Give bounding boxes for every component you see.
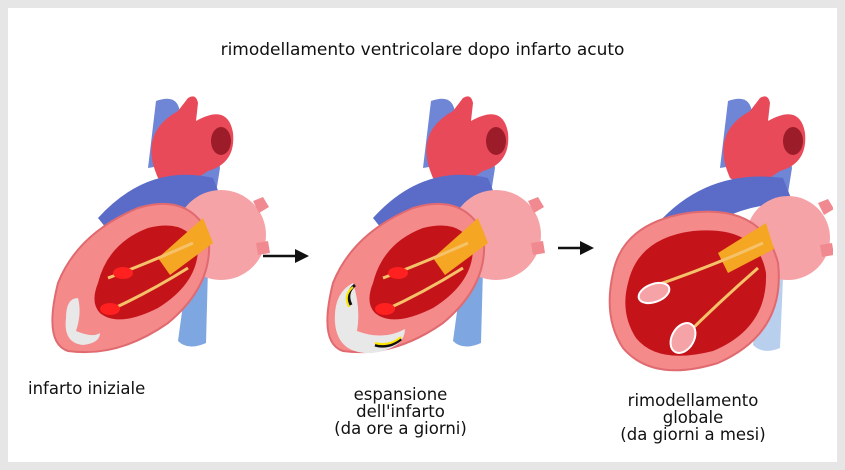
- caption-infarct-expansion: espansione dell'infarto (da ore a giorni…: [318, 386, 483, 437]
- figure-canvas: rimodellamento ventricolare dopo infarto…: [8, 8, 837, 462]
- figure-title: rimodellamento ventricolare dopo infarto…: [8, 40, 837, 60]
- caption-line: (da giorni a mesi): [593, 426, 793, 443]
- heart-global-remodeling: [598, 93, 833, 373]
- arrow-1: [261, 246, 311, 266]
- caption-line: rimodellamento: [593, 392, 793, 409]
- arrow-2: [556, 238, 596, 258]
- heart-initial-infarct: [38, 93, 283, 368]
- caption-line: globale: [593, 409, 793, 426]
- caption-line: (da ore a giorni): [318, 420, 483, 437]
- heart-infarct-expansion: [313, 93, 558, 368]
- caption-line: espansione: [318, 386, 483, 403]
- caption-line: infarto iniziale: [28, 380, 145, 397]
- caption-global-remodeling: rimodellamento globale (da giorni a mesi…: [593, 392, 793, 443]
- caption-line: dell'infarto: [318, 403, 483, 420]
- caption-initial-infarct: infarto iniziale: [28, 380, 145, 397]
